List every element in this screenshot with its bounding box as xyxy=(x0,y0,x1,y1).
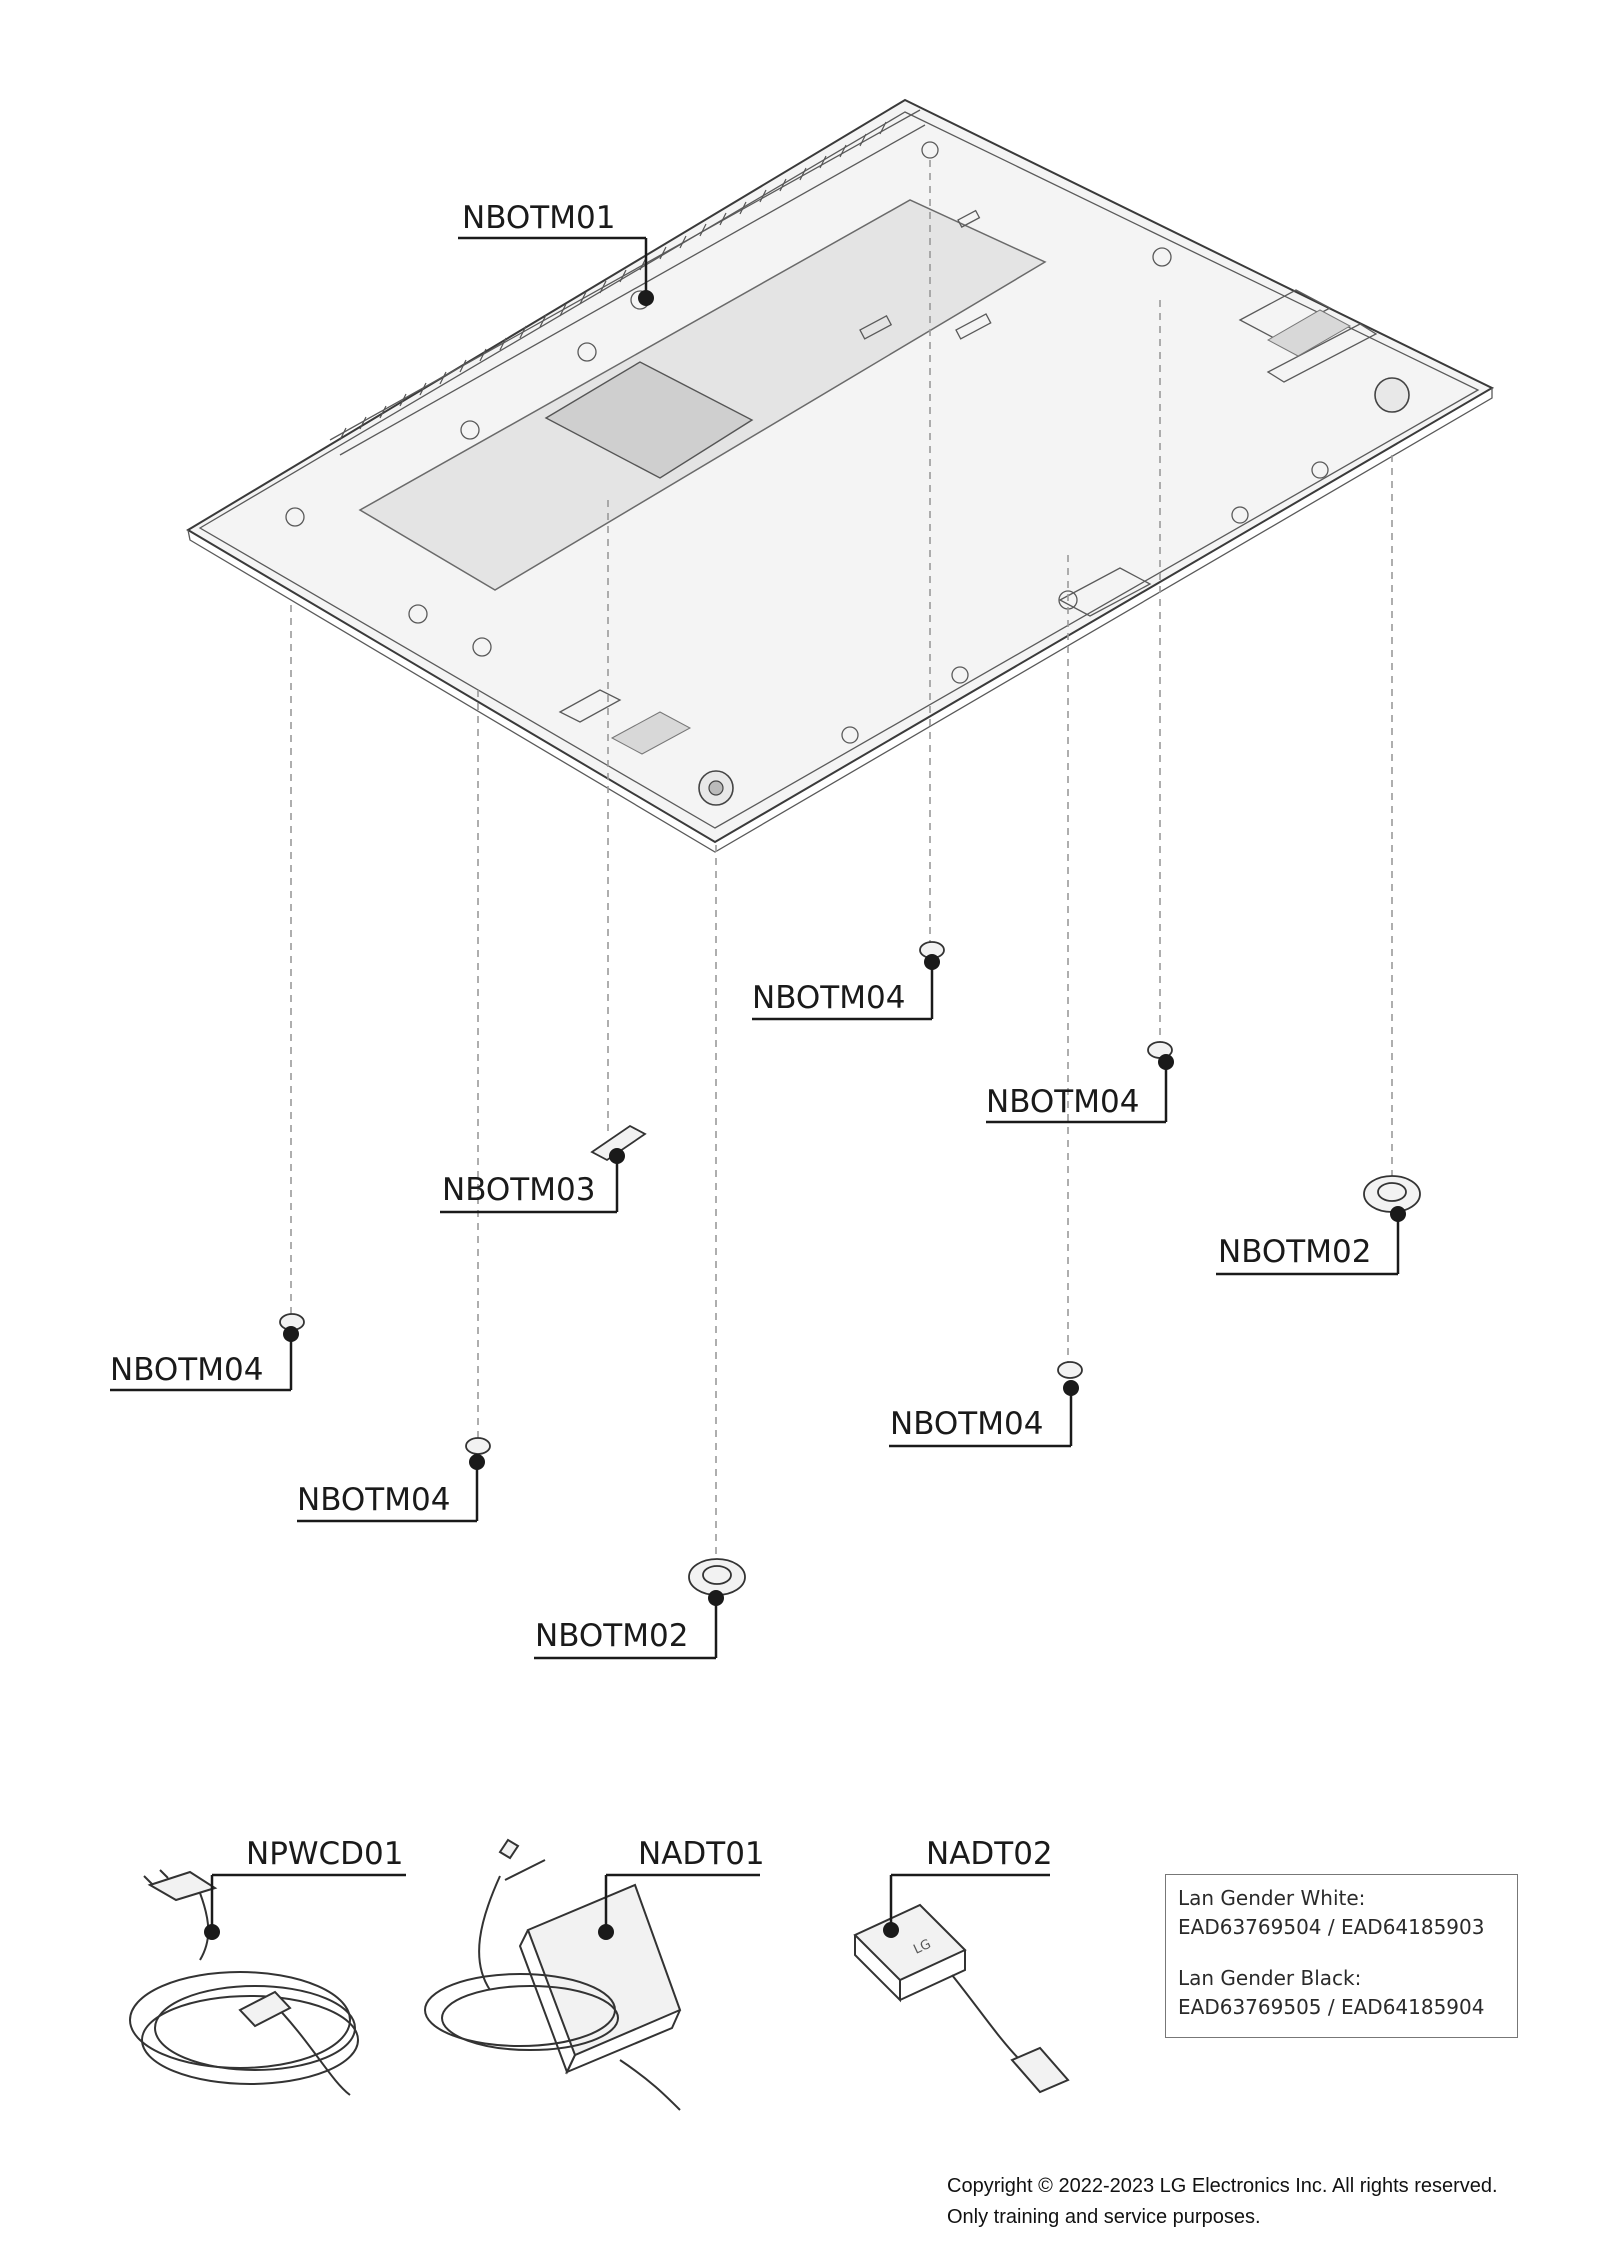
label-nbotm04: NBOTM04 xyxy=(110,1352,263,1388)
callout-nadt01: NADT01 xyxy=(598,1836,765,1940)
label-nbotm04: NBOTM04 xyxy=(752,980,905,1016)
copyright-notice: Copyright © 2022-2023 LG Electronics Inc… xyxy=(947,2171,1498,2233)
insulation-pad xyxy=(590,1124,647,1162)
lan-gender-info-box: Lan Gender White: EAD63769504 / EAD64185… xyxy=(1165,1874,1518,2038)
ac-adapter-illustration xyxy=(424,1838,682,2111)
label-nbotm04: NBOTM04 xyxy=(890,1406,1043,1442)
label-nadt02: NADT02 xyxy=(926,1836,1053,1872)
label-nbotm01: NBOTM01 xyxy=(462,200,615,236)
projection-lines xyxy=(290,160,1393,1566)
callout-nbotm01: NBOTM01 xyxy=(458,200,654,306)
lan-gender-white-parts: EAD63769504 / EAD64185903 xyxy=(1178,1915,1485,1939)
lg-logo-text: LG xyxy=(911,1937,933,1958)
callout-npwcd01: NPWCD01 xyxy=(204,1836,406,1940)
label-nbotm03: NBOTM03 xyxy=(442,1172,595,1208)
callout-nbotm03: NBOTM03 xyxy=(440,1148,625,1214)
callout-nbotm04-c: NBOTM04 xyxy=(110,1326,299,1392)
rubber-foot-small xyxy=(279,941,1173,1455)
label-nbotm04: NBOTM04 xyxy=(297,1482,450,1518)
lan-gender-black-parts: EAD63769505 / EAD64185904 xyxy=(1178,1995,1485,2019)
callout-nbotm04-b: NBOTM04 xyxy=(986,1054,1174,1124)
callout-nbotm02-a: NBOTM02 xyxy=(1216,1206,1406,1276)
callout-nbotm04-d: NBOTM04 xyxy=(889,1380,1079,1448)
label-nbotm04: NBOTM04 xyxy=(986,1084,1139,1120)
label-npwcd01: NPWCD01 xyxy=(246,1836,404,1872)
callout-nadt02: NADT02 xyxy=(883,1836,1053,1938)
power-cord-illustration xyxy=(129,1869,359,2096)
callout-nbotm02-b: NBOTM02 xyxy=(534,1590,724,1660)
callout-nbotm04-a: NBOTM04 xyxy=(752,954,940,1021)
label-nbotm02: NBOTM02 xyxy=(535,1618,688,1654)
lan-gender-black-title: Lan Gender Black: xyxy=(1178,1966,1362,1990)
rubber-foot-round xyxy=(688,1175,1421,1596)
lan-gender-white-title: Lan Gender White: xyxy=(1178,1886,1366,1910)
label-nbotm02: NBOTM02 xyxy=(1218,1234,1371,1270)
label-nadt01: NADT01 xyxy=(638,1836,765,1872)
bottom-cover-illustration xyxy=(186,98,1495,853)
callout-nbotm04-e: NBOTM04 xyxy=(297,1454,485,1523)
lan-gender-illustration: LG xyxy=(853,1903,1070,2094)
usage-note-line: Only training and service purposes. xyxy=(947,2206,1261,2228)
copyright-line: Copyright © 2022-2023 LG Electronics Inc… xyxy=(947,2175,1498,2197)
